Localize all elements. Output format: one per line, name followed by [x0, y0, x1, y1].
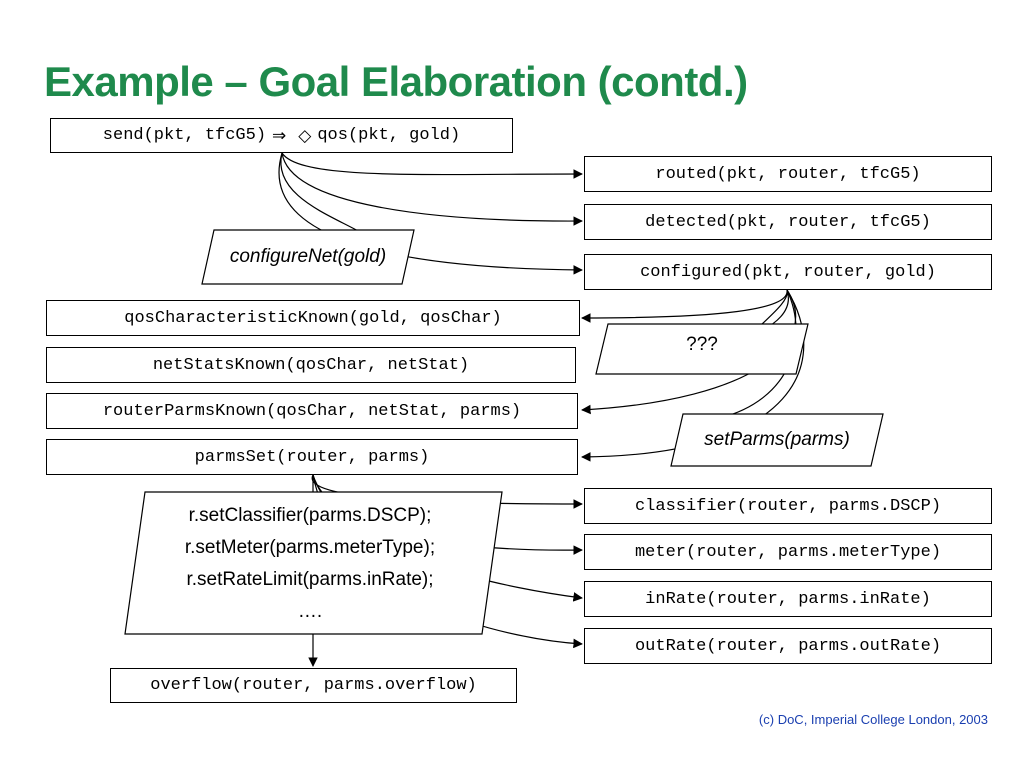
goal-qos-characteristic-known: qosCharacteristicKnown(gold, qosChar) — [46, 300, 580, 336]
root-goal-right: qos(pkt, gold) — [317, 126, 461, 145]
eventually-icon: ◇ — [298, 125, 312, 146]
code-block: r.setClassifier(parms.DSCP); r.setMeter(… — [140, 500, 480, 628]
goal-overflow: overflow(router, parms.overflow) — [110, 668, 517, 703]
slide-title: Example – Goal Elaboration (contd.) — [44, 58, 748, 105]
goal-parms-set: parmsSet(router, parms) — [46, 439, 578, 475]
code-line: …. — [297, 601, 323, 622]
goal-router-parms-known: routerParmsKnown(qosChar, netStat, parms… — [46, 393, 578, 429]
edge-root-routed — [281, 152, 583, 179]
edge-root-configurenet — [280, 152, 361, 233]
goal-in-rate: inRate(router, parms.inRate) — [584, 581, 992, 617]
edge-configured-unknown — [759, 289, 788, 327]
edge-configured-qoschar — [581, 289, 788, 323]
configurenet-shape — [201, 229, 415, 285]
edge-configured-parmsset — [581, 289, 805, 462]
operation-unknown: ??? — [686, 334, 718, 355]
code-line: r.setMeter(parms.meterType); — [184, 537, 436, 558]
code-block-shape — [124, 491, 503, 635]
code-line: r.setRateLimit(parms.inRate); — [186, 569, 434, 590]
root-goal-box: send(pkt, tfcG5) ⇒ ◇ qos(pkt, gold) — [50, 118, 513, 153]
copyright-footer: (c) DoC, Imperial College London, 2003 — [758, 712, 988, 727]
goal-out-rate: outRate(router, parms.outRate) — [584, 628, 992, 664]
root-goal-left: send(pkt, tfcG5) — [102, 126, 267, 145]
goal-classifier: classifier(router, parms.DSCP) — [584, 488, 992, 524]
operation-set-parms: setParms(parms) — [704, 429, 850, 450]
code-line: r.setClassifier(parms.DSCP); — [188, 505, 432, 526]
edge-root-detected — [281, 152, 583, 226]
unknown-shape — [595, 323, 809, 375]
goal-meter: meter(router, parms.meterType) — [584, 534, 992, 570]
goal-configured: configured(pkt, router, gold) — [584, 254, 992, 290]
goal-net-stats-known: netStatsKnown(qosChar, netStat) — [46, 347, 576, 383]
goal-routed: routed(pkt, router, tfcG5) — [584, 156, 992, 192]
setparms-shape — [670, 413, 884, 467]
goal-detected: detected(pkt, router, tfcG5) — [584, 204, 992, 240]
operation-configure-net: configureNet(gold) — [229, 246, 387, 267]
implies-icon: ⇒ — [272, 125, 287, 146]
